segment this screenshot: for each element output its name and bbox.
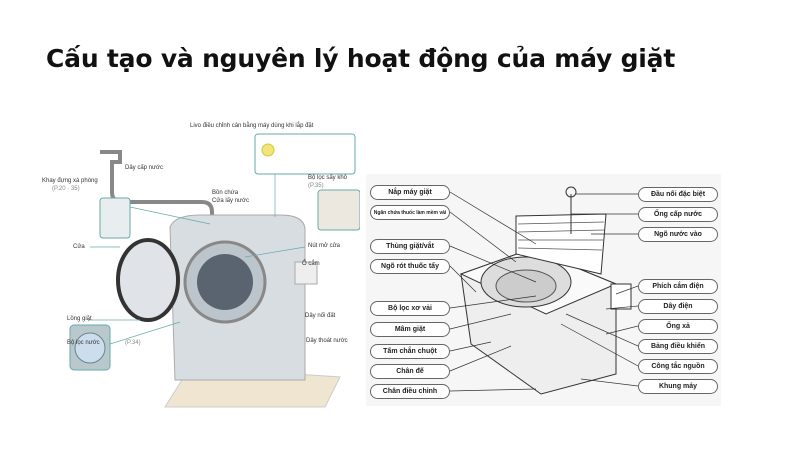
leader-line — [449, 245, 537, 283]
leader-line — [449, 345, 512, 372]
label-dryer-filter: Bộ lọc sấy khô — [308, 175, 348, 181]
label-water-filter: Bộ lọc nước — [67, 340, 100, 346]
leader-line — [605, 325, 639, 335]
leader-line — [449, 211, 517, 263]
leader-line — [615, 285, 639, 295]
label-detergent-tray-page: (P.20 · 35) — [52, 186, 80, 192]
label-left-8: Chân điều chỉnh — [370, 384, 450, 399]
label-left-7: Chân đế — [370, 364, 450, 379]
label-left-1: Ngăn chứa thuốc làm mềm vải — [370, 205, 450, 220]
leader-line — [449, 313, 512, 330]
label-drum: Lồng giặt — [67, 316, 92, 322]
leader-line — [449, 341, 492, 352]
label-water-filter-page: (P.34) — [125, 340, 141, 346]
leader-line — [580, 378, 639, 387]
label-dryer-filter-page: (P.35) — [308, 183, 324, 189]
label-left-4: Bộ lọc xơ vải — [370, 301, 450, 316]
label-left-0: Nắp máy giặt — [370, 185, 450, 200]
label-right-5: Ống xả — [638, 319, 718, 334]
label-right-6: Bảng điều khiển — [638, 339, 718, 354]
leader-line — [449, 191, 537, 245]
label-water-hose: Dây cấp nước — [125, 165, 163, 171]
label-left-6: Tấm chắn chuột — [370, 344, 450, 359]
leader-line — [449, 388, 537, 392]
front-loader-diagram: Livo điều chỉnh cân bằng máy dùng khi lắ… — [40, 112, 360, 412]
label-right-0: Đầu nối đặc biệt — [638, 187, 718, 202]
label-right-4: Dây điện — [638, 299, 718, 314]
leader-line — [560, 323, 639, 367]
label-left-2: Thùng giặt/vắt — [370, 239, 450, 254]
label-right-1: Ống cấp nước — [638, 207, 718, 222]
label-left-3: Ngõ rót thuốc tẩy — [370, 259, 450, 274]
label-left-5: Mâm giặt — [370, 322, 450, 337]
label-level: Livo điều chỉnh cân bằng máy dùng khi lắ… — [190, 123, 314, 129]
label-water-inlet: Cửa lấy nước — [212, 198, 249, 204]
label-drain-hose: Dây thoát nước — [306, 338, 348, 344]
page-title: Cấu tạo và nguyên lý hoạt động của máy g… — [46, 44, 676, 73]
top-loader-illustration — [449, 186, 639, 395]
leader-line — [449, 295, 537, 309]
leader-line — [565, 313, 639, 347]
label-door-button: Nút mở cửa — [308, 243, 340, 249]
label-right-8: Khung máy — [638, 379, 718, 394]
leader-line — [449, 265, 477, 293]
label-tank: Bồn chứa — [212, 190, 239, 196]
leader-line — [605, 305, 639, 310]
label-right-3: Phích cắm điện — [638, 279, 718, 294]
label-door: Cửa — [73, 244, 85, 250]
label-socket: Ổ cắm — [302, 261, 320, 267]
label-right-7: Công tắc nguồn — [638, 359, 718, 374]
label-right-2: Ngõ nước vào — [638, 227, 718, 242]
label-ground-wire: Dây nối đất — [305, 313, 336, 319]
label-detergent-tray: Khay đựng xà phòng — [42, 178, 98, 184]
front-loader-illustration — [69, 133, 360, 408]
